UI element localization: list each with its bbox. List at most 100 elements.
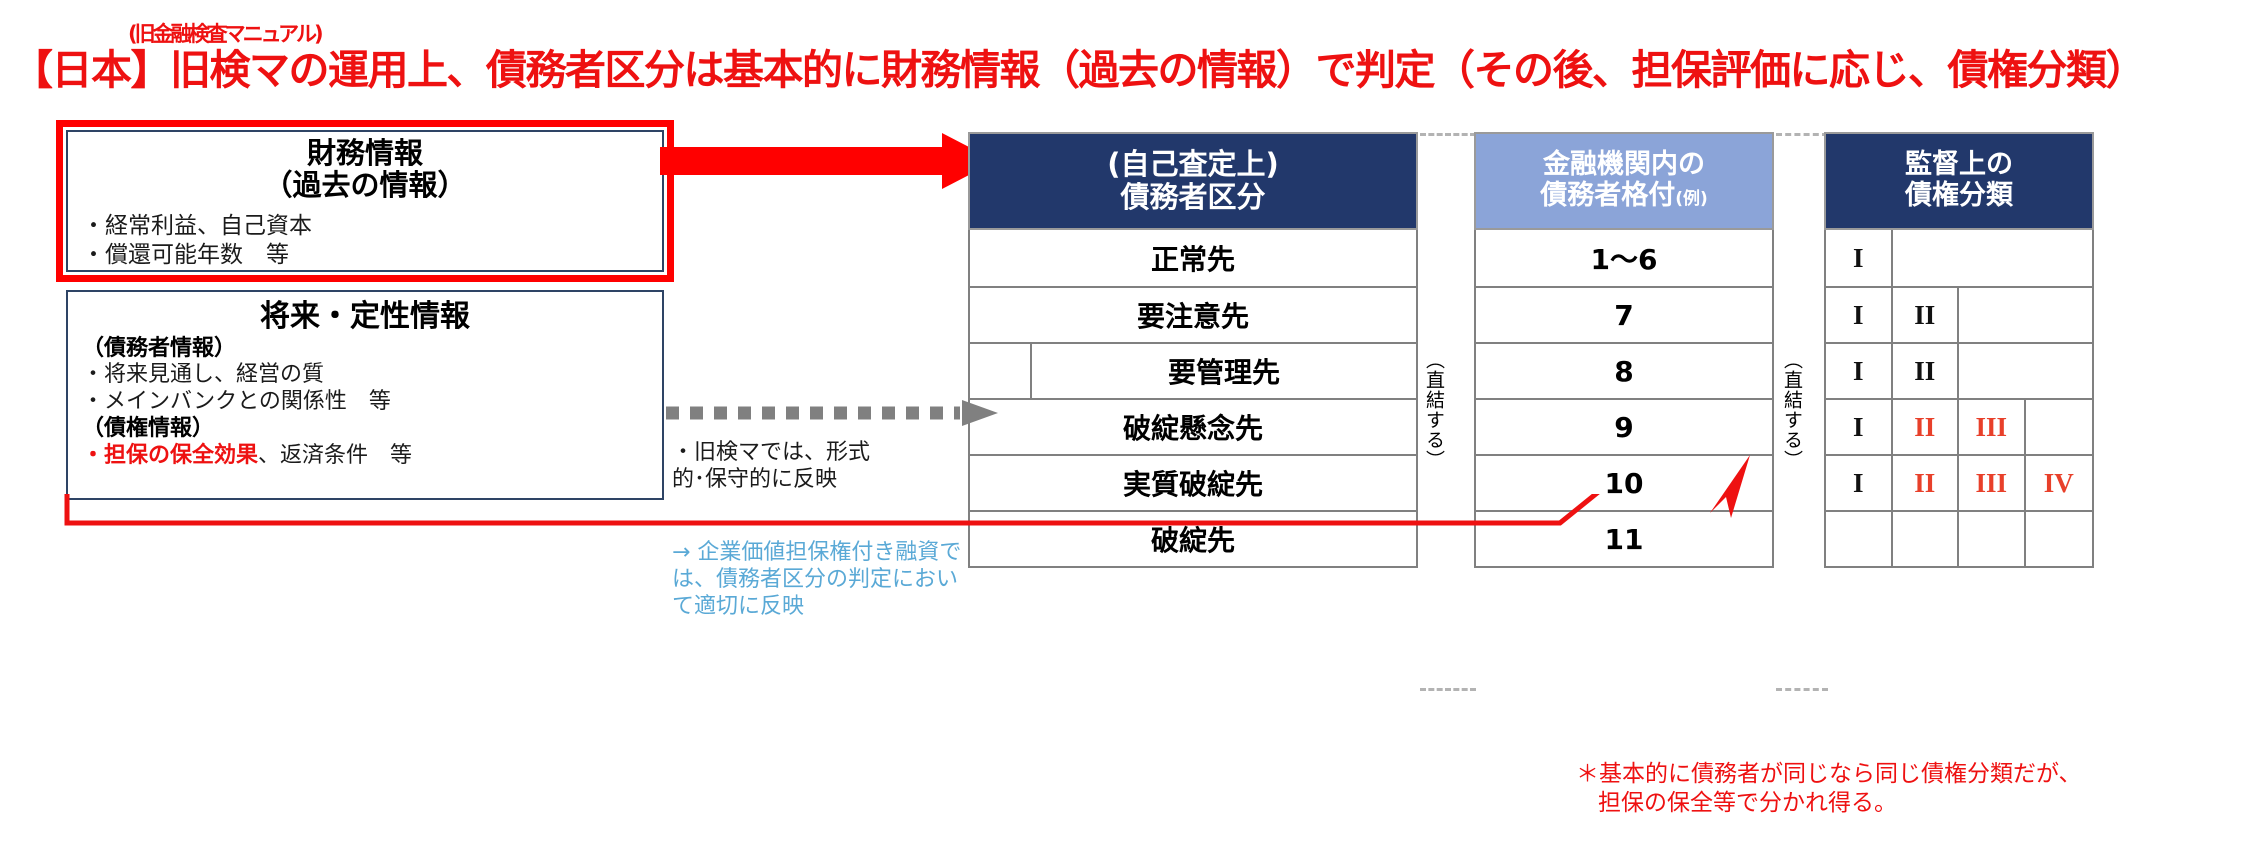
classification-cell-empty — [2026, 512, 2092, 566]
table-row[interactable]: 10 — [1476, 454, 1772, 510]
classification-cell-empty — [1959, 288, 2026, 342]
table-row[interactable]: 正常先 — [970, 230, 1416, 286]
classification-cell-2-1: II — [1893, 344, 1959, 398]
classification-staircase: I I II I II I II III — [1824, 230, 2094, 568]
connector-label-1: （直結する） — [1423, 350, 1445, 470]
future-group2-label: （債権情報） — [82, 416, 215, 442]
debtor-header-line1: (自己査定上) — [1107, 146, 1279, 181]
row-indent-gutter — [970, 344, 1032, 398]
classification-cell-empty — [1959, 512, 2026, 566]
title-superscript: (旧金融検査マニュアル) — [128, 22, 324, 46]
table-row[interactable]: 11 — [1476, 510, 1772, 566]
financial-box-heading-line2: （過去の情報） — [263, 168, 467, 203]
classification-cell-empty — [2026, 400, 2092, 454]
middle-note-blue: → 企業価値担保権付き融資では、債務者区分の判定において適切に反映 — [672, 540, 962, 619]
footnote-line-1: ＊基本的に債務者が同じなら同じ債権分類だが、 — [1576, 761, 2082, 787]
future-group1-label: （債務者情報） — [82, 335, 237, 361]
rating-value-4: 10 — [1604, 466, 1644, 500]
table-row[interactable]: 要注意先 — [970, 286, 1416, 342]
internal-rating-column: 金融機関内の 債務者格付(例) 1〜6 7 8 9 10 11 — [1474, 132, 1774, 568]
connector-label-2: （直結する） — [1781, 350, 1803, 470]
column-separator-dash-top-1 — [1420, 133, 1476, 136]
debtor-label-1: 要注意先 — [1136, 300, 1249, 333]
classification-cell-empty — [1826, 512, 1893, 566]
future-bullet-2: ・担保の保全効果、返済条件 等 — [82, 443, 662, 470]
supervisory-classification-column: 監督上の 債権分類 I I II I II — [1824, 132, 2094, 568]
future-box-bullets: （債務者情報） ・将来見通し、経営の質 ・メインバンクとの関係性 等 （債権情報… — [68, 334, 662, 470]
footnote-line-2: 担保の保全等で分かれ得る。 — [1598, 790, 1897, 817]
table-row[interactable]: 実質破綻先 — [970, 454, 1416, 510]
rating-value-3: 9 — [1614, 410, 1634, 444]
classification-header-line2: 債権分類 — [1905, 180, 2013, 211]
table-row[interactable]: I II III IV — [1826, 454, 2092, 510]
debtor-column-header: (自己査定上) 債務者区分 — [968, 132, 1418, 230]
debtor-label-4: 実質破綻先 — [1122, 468, 1263, 501]
rating-header-line2-wrap: 債務者格付(例) — [1540, 180, 1708, 212]
rating-column-header: 金融機関内の 債務者格付(例) — [1474, 132, 1774, 230]
future-bullet-2-rest: 、返済条件 等 — [258, 442, 413, 468]
table-row[interactable]: 要管理先 — [970, 342, 1416, 398]
future-bullet-1: ・メインバンクとの関係性 等 — [82, 389, 391, 415]
classification-cell-1-0: I — [1826, 288, 1893, 342]
classification-cell-2-0: I — [1826, 344, 1893, 398]
classification-cell-empty — [1959, 230, 2026, 286]
table-row[interactable]: I II — [1826, 286, 2092, 342]
classification-cell-0-0: I — [1826, 230, 1893, 286]
page-title: 【日本】旧検マの運用上、債務者区分は基本的に財務情報（過去の情報）で判定（その後… — [12, 46, 2147, 94]
classification-cell-empty — [2026, 344, 2093, 398]
rating-value-5: 11 — [1604, 522, 1644, 556]
callout-arrowhead-icon — [1710, 455, 1750, 518]
future-bullet-0: ・将来見通し、経営の質 — [82, 362, 325, 388]
rating-header-suffix: (例) — [1675, 189, 1708, 209]
classification-header-line1: 監督上の — [1905, 149, 2013, 181]
column-separator-dash-bottom-1 — [1420, 688, 1476, 691]
debtor-label-2: 要管理先 — [1167, 356, 1280, 389]
financial-bullet-0: ・経常利益、自己資本 — [82, 212, 312, 239]
debtor-label-0: 正常先 — [1150, 243, 1235, 276]
collateral-effect-emphasis: ・担保の保全効果 — [82, 442, 259, 468]
future-box-heading: 将来・定性情報 — [260, 299, 470, 334]
classification-cell-empty — [2026, 230, 2093, 286]
classification-cell-4-1: II — [1893, 456, 1959, 510]
classification-cell-3-2: III — [1959, 400, 2026, 454]
classification-cell-empty — [1893, 512, 1959, 566]
debtor-label-5: 破綻先 — [1150, 524, 1235, 557]
table-row[interactable]: 破綻懸念先 — [970, 398, 1416, 454]
table-row[interactable]: I II — [1826, 342, 2092, 398]
table-row[interactable]: I II III — [1826, 398, 2092, 454]
table-row[interactable]: 8 — [1476, 342, 1772, 398]
table-row[interactable]: 1〜6 — [1476, 230, 1772, 286]
dashed-grey-arrow-icon — [666, 400, 998, 426]
classification-column-header: 監督上の 債権分類 — [1824, 132, 2094, 230]
future-qualitative-information-box: 将来・定性情報 （債務者情報） ・将来見通し、経営の質 ・メインバンクとの関係性… — [66, 290, 664, 500]
financial-box-heading: 財務情報 （過去の情報） — [68, 132, 662, 202]
classification-cell-empty — [1893, 230, 1960, 286]
classification-cell-4-3: IV — [2043, 467, 2074, 498]
table-row[interactable]: 9 — [1476, 398, 1772, 454]
financial-bullet-1: ・償還可能年数 等 — [82, 241, 289, 268]
classification-cell-3-1: II — [1893, 400, 1959, 454]
financial-information-box: 財務情報 （過去の情報） ・経常利益、自己資本 ・償還可能年数 等 — [66, 130, 664, 272]
rating-header-line1: 金融機関内の — [1542, 149, 1705, 181]
debtor-rows: 正常先 要注意先 要管理先 破綻懸念先 実質破綻先 破綻先 — [968, 230, 1418, 568]
rating-value-2: 8 — [1614, 354, 1634, 388]
table-row[interactable]: I — [1826, 230, 2092, 286]
column-separator-dash-bottom-2 — [1776, 688, 1828, 691]
debtor-header-line2: 債務者区分 — [1120, 180, 1266, 214]
classification-cell-4-0: I — [1826, 456, 1893, 510]
table-row[interactable]: 破綻先 — [970, 510, 1416, 566]
table-row[interactable] — [1826, 510, 2092, 566]
middle-note-black: ・旧検マでは、形式 的･保守的に反映 — [672, 440, 871, 492]
classification-cell-empty — [1959, 344, 2026, 398]
collateral-callout-connector — [64, 494, 1600, 526]
financial-box-heading-line1: 財務情報 — [306, 136, 423, 170]
debtor-label-3: 破綻懸念先 — [1122, 412, 1263, 445]
classification-cell-3-0: I — [1826, 400, 1893, 454]
classification-cell-empty — [2026, 288, 2093, 342]
classification-cell-1-1: II — [1893, 288, 1959, 342]
solid-red-arrow-icon — [660, 133, 996, 189]
table-row[interactable]: 7 — [1476, 286, 1772, 342]
rating-rows: 1〜6 7 8 9 10 11 — [1474, 230, 1774, 568]
rating-header-line2: 債務者格付 — [1540, 180, 1676, 211]
